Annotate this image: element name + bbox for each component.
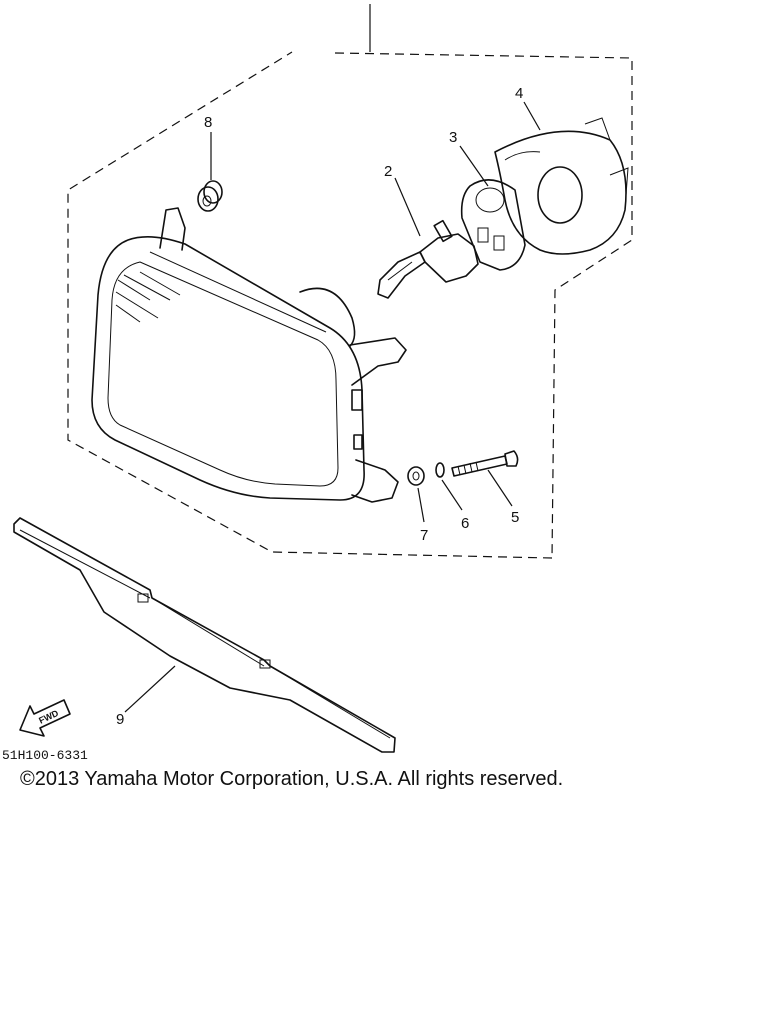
adjust-screw-part: 5 (451, 450, 519, 526)
callout-bulb-socket: 3 (449, 129, 457, 146)
callout-washer: 6 (461, 515, 469, 532)
headlight-unit (91, 207, 407, 503)
screw-threads (457, 461, 479, 476)
diagram-code: 51H100-6331 (2, 748, 88, 763)
callout-nut: 7 (420, 527, 428, 544)
assembly-boundary (67, 4, 633, 559)
bulb-socket-part: 3 (449, 129, 526, 271)
grommet-part: 8 (197, 114, 223, 212)
callout-stay: 9 (116, 711, 124, 728)
headlight-bulb-part: 2 (377, 163, 479, 299)
stay-part: 9 (13, 517, 396, 753)
socket-cover-part: 4 (494, 85, 629, 255)
callout-grommet: 8 (204, 114, 212, 131)
forward-arrow-icon: FWD (19, 699, 71, 737)
callout-adjust-screw: 5 (511, 509, 519, 526)
washer-part: 6 (435, 462, 469, 532)
callout-socket-cover: 4 (515, 85, 523, 102)
nut-part: 7 (407, 466, 428, 544)
copyright-notice: ©2013 Yamaha Motor Corporation, U.S.A. A… (20, 768, 564, 790)
callout-headlight-bulb: 2 (384, 163, 392, 180)
lens-hatching (115, 271, 181, 323)
